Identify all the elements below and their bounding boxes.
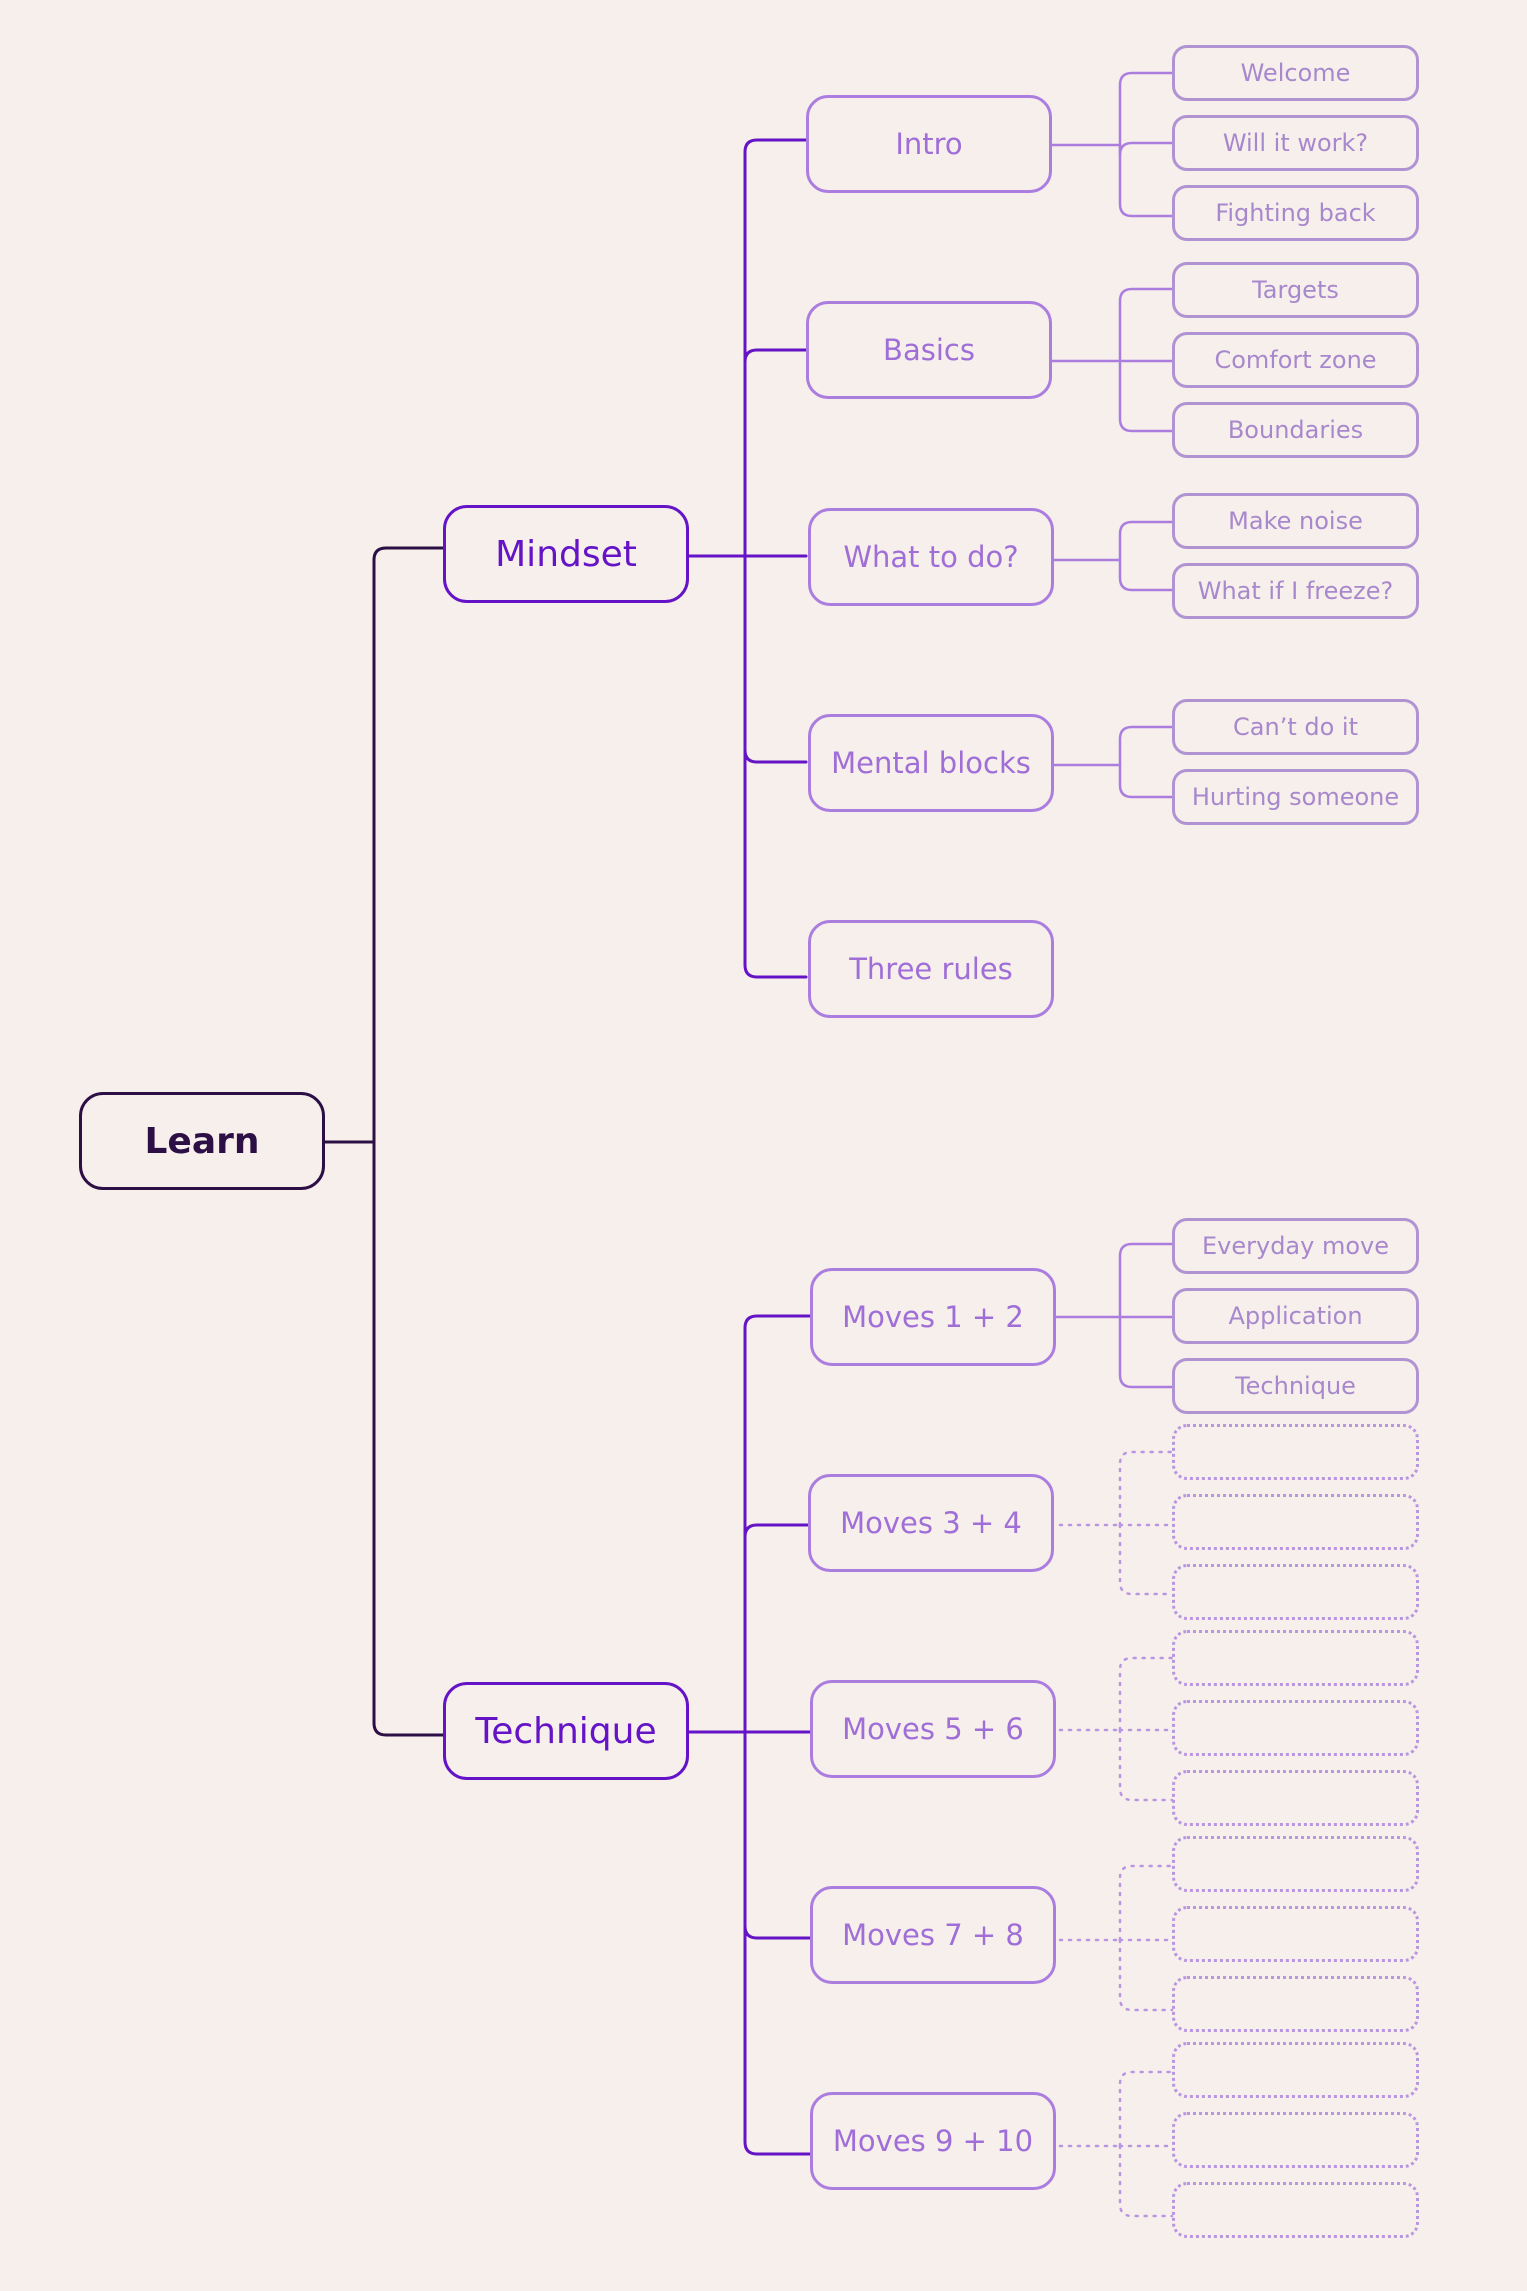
placeholder-leaf-node xyxy=(1172,2042,1419,2098)
branch-node-technique: Technique xyxy=(443,1682,689,1780)
leaf-node-will-it-work: Will it work? xyxy=(1172,115,1419,171)
root-connector-branch xyxy=(372,546,445,1144)
topic-node-moves-3-4: Moves 3 + 4 xyxy=(808,1474,1054,1572)
topic-node-moves-7-8: Moves 7 + 8 xyxy=(810,1886,1056,1984)
moves-1-2-connector-branch xyxy=(1118,1242,1174,1319)
moves-7-8-connector-branch xyxy=(1118,1864,1174,1942)
leaf-node-hurting-someone: Hurting someone xyxy=(1172,769,1419,825)
moves-3-4-connector-branch xyxy=(1118,1450,1174,1527)
placeholder-leaf-node xyxy=(1172,2112,1419,2168)
topic-node-basics: Basics xyxy=(806,301,1052,399)
leaf-node-application: Application xyxy=(1172,1288,1419,1344)
leaf-node-everyday-move: Everyday move xyxy=(1172,1218,1419,1274)
intro-connector-branch xyxy=(1118,141,1174,157)
mindset-connector-branch xyxy=(743,138,808,558)
leaf-node-targets: Targets xyxy=(1172,262,1419,318)
placeholder-leaf-node xyxy=(1172,1630,1419,1686)
placeholder-leaf-node xyxy=(1172,1424,1419,1480)
root-connector-branch xyxy=(372,1140,445,1737)
technique-connector-branch xyxy=(743,1730,812,1940)
basics-connector-branch xyxy=(1118,359,1174,433)
leaf-node-fighting-back: Fighting back xyxy=(1172,185,1419,241)
moves-3-4-connector-branch xyxy=(1118,1523,1174,1596)
mindset-connector-branch xyxy=(743,348,808,558)
leaf-node-what-if-i-freeze: What if I freeze? xyxy=(1172,563,1419,619)
leaf-node-welcome: Welcome xyxy=(1172,45,1419,101)
placeholder-leaf-node xyxy=(1172,1564,1419,1620)
intro-connector-branch xyxy=(1118,143,1174,218)
placeholder-leaf-node xyxy=(1172,1976,1419,2032)
mindset-connector-branch xyxy=(743,554,808,764)
leaf-node-make-noise: Make noise xyxy=(1172,493,1419,549)
topic-node-what-to-do: What to do? xyxy=(808,508,1054,606)
placeholder-leaf-node xyxy=(1172,1906,1419,1962)
moves-9-10-connector-branch xyxy=(1118,2144,1174,2218)
topic-node-intro: Intro xyxy=(806,95,1052,193)
moves-9-10-connector-branch xyxy=(1118,2070,1174,2148)
intro-connector-branch xyxy=(1118,71,1174,147)
branch-node-mindset: Mindset xyxy=(443,505,689,603)
mental-blocks-connector-branch xyxy=(1118,763,1174,799)
technique-connector-branch xyxy=(743,1314,812,1734)
leaf-node-comfort-zone: Comfort zone xyxy=(1172,332,1419,388)
moves-7-8-connector-branch xyxy=(1118,1938,1174,2012)
what-to-do-connector-branch xyxy=(1118,558,1174,592)
leaf-node-boundaries: Boundaries xyxy=(1172,402,1419,458)
placeholder-leaf-node xyxy=(1172,2182,1419,2238)
placeholder-leaf-node xyxy=(1172,1836,1419,1892)
technique-connector-branch xyxy=(743,1523,812,1734)
topic-node-moves-5-6: Moves 5 + 6 xyxy=(810,1680,1056,1778)
placeholder-leaf-node xyxy=(1172,1700,1419,1756)
placeholder-leaf-node xyxy=(1172,1770,1419,1826)
topic-node-moves-9-10: Moves 9 + 10 xyxy=(810,2092,1056,2190)
topic-node-mental-blocks: Mental blocks xyxy=(808,714,1054,812)
leaf-node-technique: Technique xyxy=(1172,1358,1419,1414)
moves-1-2-connector-branch xyxy=(1118,1315,1174,1389)
leaf-node-cant-do-it: Can’t do it xyxy=(1172,699,1419,755)
moves-5-6-connector-branch xyxy=(1118,1728,1174,1802)
root-node: Learn xyxy=(79,1092,325,1190)
topic-node-three-rules: Three rules xyxy=(808,920,1054,1018)
mental-blocks-connector-branch xyxy=(1118,725,1174,767)
technique-connector-branch xyxy=(743,1730,812,2156)
mindset-connector-branch xyxy=(743,554,808,979)
topic-node-moves-1-2: Moves 1 + 2 xyxy=(810,1268,1056,1366)
what-to-do-connector-branch xyxy=(1118,520,1174,562)
placeholder-leaf-node xyxy=(1172,1494,1419,1550)
moves-5-6-connector-branch xyxy=(1118,1656,1174,1732)
basics-connector-branch xyxy=(1118,287,1174,363)
